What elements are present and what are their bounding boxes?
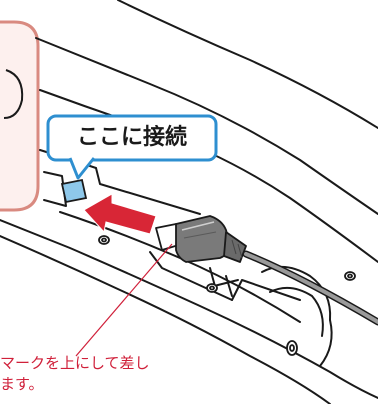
usb-port xyxy=(60,178,88,204)
note-line-2: ます。 xyxy=(0,375,44,393)
callout-label: ここに接続 xyxy=(76,125,187,150)
instruction-note: マークを上にして差し ます。 xyxy=(0,353,260,395)
side-button xyxy=(3,69,24,119)
usb-plug-icon xyxy=(155,215,247,263)
note-line-1: マークを上にして差し xyxy=(0,354,150,372)
usb-cable xyxy=(242,250,378,326)
highlight-region xyxy=(0,20,40,212)
leader-line xyxy=(75,243,173,357)
insert-direction-arrow xyxy=(83,193,157,235)
screw-holes xyxy=(98,235,356,356)
callout-box xyxy=(46,114,218,180)
